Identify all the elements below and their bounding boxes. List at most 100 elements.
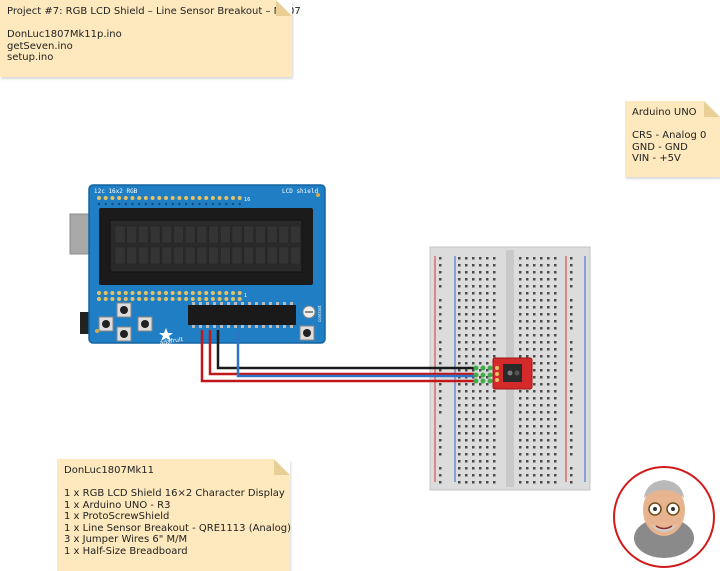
breadboard-hole <box>493 390 496 393</box>
breadboard-hole <box>439 341 442 344</box>
breadboard-hole <box>554 383 557 386</box>
sensor-detector <box>514 370 520 376</box>
breadboard-hole <box>493 271 496 274</box>
parts-title: DonLuc1807Mk11 <box>64 465 154 476</box>
breadboard-hole <box>479 278 482 281</box>
header-pin <box>103 196 108 200</box>
breadboard-hole <box>458 334 461 337</box>
breadboard-hole <box>519 425 522 428</box>
breadboard-hole <box>465 446 468 449</box>
breadboard-hole <box>472 348 475 351</box>
breadboard-hole <box>493 299 496 302</box>
pin-mapping: VIN - +5V <box>632 153 681 164</box>
chip-pin <box>192 302 195 305</box>
breadboard-hole <box>486 383 489 386</box>
breadboard-hole <box>570 474 573 477</box>
breadboard-hole <box>472 432 475 435</box>
breadboard-hole <box>458 292 461 295</box>
breadboard-hole <box>458 369 461 372</box>
chip-pin <box>199 302 202 305</box>
header-pin <box>103 291 108 295</box>
breadboard-hole <box>554 390 557 393</box>
breadboard-hole <box>493 292 496 295</box>
breadboard-hole <box>519 460 522 463</box>
breadboard-hole <box>465 404 468 407</box>
button-down <box>116 326 132 342</box>
header-pin <box>123 291 128 295</box>
breadboard-hole <box>540 446 543 449</box>
header-pin <box>157 291 162 295</box>
breadboard-hole <box>479 299 482 302</box>
breadboard-hole <box>554 432 557 435</box>
breadboard-hole <box>479 334 482 337</box>
header-pin <box>157 196 162 200</box>
rgb-lcd-shield: i2c 16x2 RGB LCD shield 16 1 contrast ad… <box>88 184 326 347</box>
breadboard-hole <box>486 432 489 435</box>
chip-pin <box>262 302 265 305</box>
header-pin-hole <box>205 202 208 206</box>
breadboard-hole <box>533 411 536 414</box>
breadboard-hole <box>547 460 550 463</box>
breadboard-hole <box>493 264 496 267</box>
breadboard-hole <box>526 467 529 470</box>
breadboard-hole <box>465 341 468 344</box>
breadboard-hole <box>472 453 475 456</box>
breadboard-hole <box>493 334 496 337</box>
breadboard-hole <box>533 418 536 421</box>
breadboard-hole <box>570 285 573 288</box>
breadboard-hole <box>554 362 557 365</box>
part-item: 1 x Half-Size Breadboard <box>64 545 188 557</box>
header-pin <box>224 291 229 295</box>
breadboard-hole <box>519 348 522 351</box>
lcd-cell <box>278 225 290 244</box>
breadboard-hole <box>439 397 442 400</box>
breadboard-hole <box>570 271 573 274</box>
sensor-pin <box>495 378 499 382</box>
header-pin <box>143 196 148 200</box>
button-up <box>116 302 132 318</box>
breadboard-hole <box>533 453 536 456</box>
breadboard-hole <box>570 411 573 414</box>
breadboard-hole <box>486 467 489 470</box>
breadboard-hole <box>540 418 543 421</box>
breadboard-hole <box>439 474 442 477</box>
chip-pin <box>206 325 209 328</box>
chip-pin <box>248 302 251 305</box>
breadboard-hole <box>439 425 442 428</box>
breadboard-hole <box>547 397 550 400</box>
breadboard-hole <box>493 306 496 309</box>
breadboard-hole <box>547 285 550 288</box>
breadboard-hole <box>570 404 573 407</box>
header-pin <box>197 196 202 200</box>
breadboard-hole <box>533 439 536 442</box>
pin-mapping: CRS - Analog 0 <box>632 130 707 141</box>
lcd-cell <box>243 225 254 244</box>
chip-pin <box>290 325 293 328</box>
breadboard-hole <box>533 467 536 470</box>
breadboard-hole <box>533 292 536 295</box>
breadboard-hole <box>526 257 529 260</box>
chip-pin <box>227 325 230 328</box>
breadboard-hole <box>486 390 489 393</box>
breadboard-hole <box>547 481 550 484</box>
breadboard-hole <box>439 390 442 393</box>
breadboard-hole <box>472 278 475 281</box>
breadboard-hole <box>570 390 573 393</box>
breadboard-hole <box>526 278 529 281</box>
breadboard-hole <box>493 341 496 344</box>
breadboard-hole <box>547 432 550 435</box>
breadboard-hole <box>486 369 489 372</box>
breadboard-hole <box>519 278 522 281</box>
breadboard-hole <box>570 369 573 372</box>
breadboard-hole <box>472 369 475 372</box>
breadboard-hole <box>479 285 482 288</box>
lcd-cell <box>266 246 278 265</box>
breadboard-hole <box>439 264 442 267</box>
file-name: getSeven.ino <box>7 40 73 52</box>
breadboard-hole <box>540 362 543 365</box>
breadboard-hole <box>540 390 543 393</box>
breadboard-hole <box>465 411 468 414</box>
breadboard-hole <box>570 425 573 428</box>
breadboard-hole <box>570 453 573 456</box>
breadboard-hole <box>519 306 522 309</box>
